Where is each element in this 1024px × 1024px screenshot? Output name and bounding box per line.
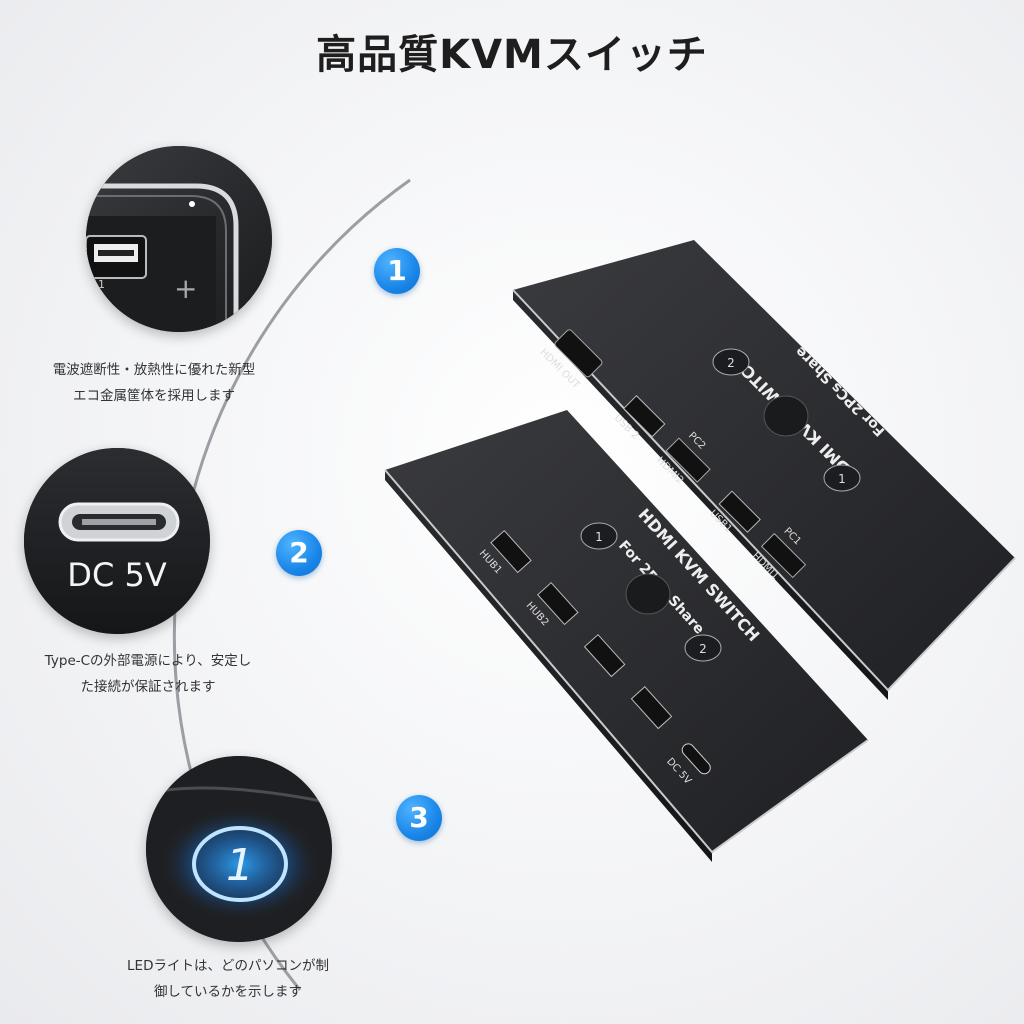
port-number-label: 1	[98, 278, 105, 291]
caption-line: Type-Cの外部電源により、安定し	[44, 653, 252, 669]
feature-number-2: 2	[276, 530, 322, 576]
svg-text:+: +	[174, 272, 197, 305]
caption-line: た接続が保証されます	[80, 679, 216, 695]
metal-housing-image: 1 +	[86, 146, 272, 332]
switch-button	[625, 573, 671, 615]
closeup-type-c-port: DC 5V	[24, 448, 210, 634]
hdmi2-port	[665, 437, 711, 483]
caption-line: LEDライトは、どのパソコンが制	[127, 958, 329, 974]
caption-line: 電波遮断性・放熱性に優れた新型	[52, 362, 256, 378]
closeup-led: 1	[146, 756, 332, 942]
led-label: 1	[838, 472, 846, 486]
led-image: 1	[146, 756, 332, 942]
led-number: 1	[226, 840, 254, 891]
hub1-port	[490, 529, 532, 574]
caption-line: エコ金属筐体を採用します	[73, 388, 235, 404]
led-label: 2	[727, 356, 735, 370]
usb1-port	[718, 490, 761, 533]
dc-5v-port	[681, 743, 711, 775]
type-c-image: DC 5V	[24, 448, 210, 634]
dc-5v-label: DC 5V	[67, 556, 167, 594]
usb-port	[583, 634, 626, 678]
hdmi-out-port	[554, 329, 603, 378]
feature-caption-2: Type-Cの外部電源により、安定し た接続が保証されます	[0, 648, 298, 700]
caption-line: 御しているかを示します	[153, 984, 303, 1000]
feature-caption-3: LEDライトは、どのパソコンが制 御しているかを示します	[78, 953, 378, 1005]
usb2-port	[623, 395, 666, 438]
hub2-port	[537, 581, 579, 626]
hdmi1-port	[760, 532, 807, 579]
feature-number-3: 3	[396, 795, 442, 841]
feature-caption-1: 電波遮断性・放熱性に優れた新型 エコ金属筐体を採用します	[4, 357, 304, 409]
usb-port	[630, 686, 673, 730]
switch-button	[763, 395, 809, 437]
feature-number-1: 1	[374, 248, 420, 294]
led-label: 2	[699, 642, 707, 656]
closeup-metal-housing: 1 +	[86, 146, 272, 332]
page-title: 高品質KVMスイッチ	[316, 32, 708, 78]
led-label: 1	[595, 530, 603, 544]
